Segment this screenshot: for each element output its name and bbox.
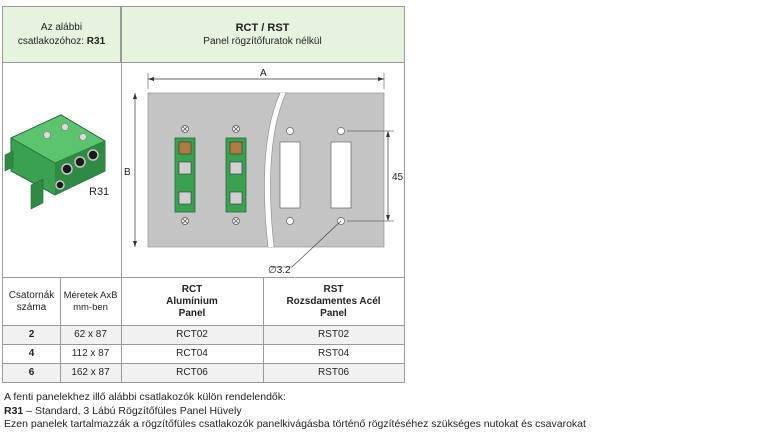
footer-line3: Ezen panelek tartalmazzák a rögzítőfüles…: [4, 418, 586, 430]
header-left-line1: Az alábbi: [40, 21, 83, 33]
divider: [3, 325, 404, 326]
row-rst-code: RST04: [317, 348, 350, 359]
col-header-size: Méretek AxB mm-ben: [60, 278, 121, 325]
divider: [3, 277, 404, 278]
table-row: [3, 364, 404, 382]
col-header-size-text: Méretek AxB mm-ben: [63, 289, 118, 313]
row-rct-code: RCT04: [176, 348, 208, 359]
header-subtitle: Panel rögzítőfuratok nélkül: [203, 35, 322, 47]
footer-line1: A fenti panelekhez illő alábbi csatlakoz…: [4, 391, 286, 403]
row-channels: 6: [28, 367, 35, 378]
col-header-rct-line1: RCT: [181, 283, 203, 295]
footer-notes: A fenti panelekhez illő alábbi csatlakoz…: [4, 391, 586, 432]
divider: [3, 363, 404, 364]
footer-line2-text: – Standard, 3 Lábú Rögzítőfüles Panel Hü…: [23, 404, 242, 417]
divider: [60, 278, 61, 382]
row-size: 112 x 87: [71, 348, 110, 359]
col-header-rct-line3: Panel: [178, 307, 206, 319]
divider: [263, 278, 264, 382]
dimension-a-label: A: [260, 68, 267, 79]
dimension-45-label: 45: [392, 172, 404, 183]
panel-drawing: A B: [124, 68, 404, 276]
divider: [121, 7, 122, 277]
row-rst-code: RST02: [317, 329, 350, 340]
header-title: RCT / RST: [235, 21, 290, 34]
row-channels: 2: [28, 329, 35, 340]
connector-photo-cell: R31: [3, 63, 121, 277]
dimension-b-label: B: [124, 167, 131, 178]
header-left-line2: csatlakozóhoz: R31: [18, 35, 105, 49]
col-header-rst: RST Rozsdamentes Acél Panel: [263, 278, 404, 325]
row-channels: 4: [28, 348, 35, 359]
col-header-rst-line3: Panel: [320, 307, 347, 319]
product-table: Az alábbi csatlakozóhoz: R31 RCT / RST P…: [2, 6, 405, 383]
footer-line2: R31 – Standard, 3 Lábú Rögzítőfüles Pane…: [4, 405, 586, 419]
table-row: [3, 326, 404, 344]
footer-code: R31: [4, 404, 24, 417]
col-header-rst-line2: Rozsdamentes Acél: [286, 295, 381, 307]
row-rct-code: RCT06: [176, 367, 208, 378]
col-header-rct-line2: Alumínium: [166, 295, 218, 307]
divider: [3, 344, 404, 345]
panel-drawing-cell: A B: [122, 63, 404, 277]
table-row: [3, 345, 404, 363]
header-left-line2-text: csatlakozóhoz:: [17, 35, 84, 47]
connector-photo: R31: [4, 114, 109, 210]
row-rst-code: RST06: [317, 367, 350, 378]
col-header-rct: RCT Alumínium Panel: [121, 278, 263, 325]
col-header-channels-text: Csatornák száma: [8, 289, 55, 313]
photo-label: R31: [89, 186, 109, 198]
col-header-channels: Csatornák száma: [3, 278, 60, 325]
header-connector-cell: Az alábbi csatlakozóhoz: R31: [3, 7, 121, 62]
row-size: 162 x 87: [71, 367, 110, 378]
hole-diameter-label: ∅3.2: [268, 265, 291, 276]
divider: [121, 278, 122, 382]
header-product-cell: RCT / RST Panel rögzítőfuratok nélkül: [121, 7, 404, 62]
divider: [3, 62, 404, 63]
header-left-code: R31: [86, 35, 106, 47]
col-header-rst-line1: RST: [323, 283, 344, 295]
row-rct-code: RCT02: [176, 329, 208, 340]
row-size: 62 x 87: [74, 329, 107, 340]
